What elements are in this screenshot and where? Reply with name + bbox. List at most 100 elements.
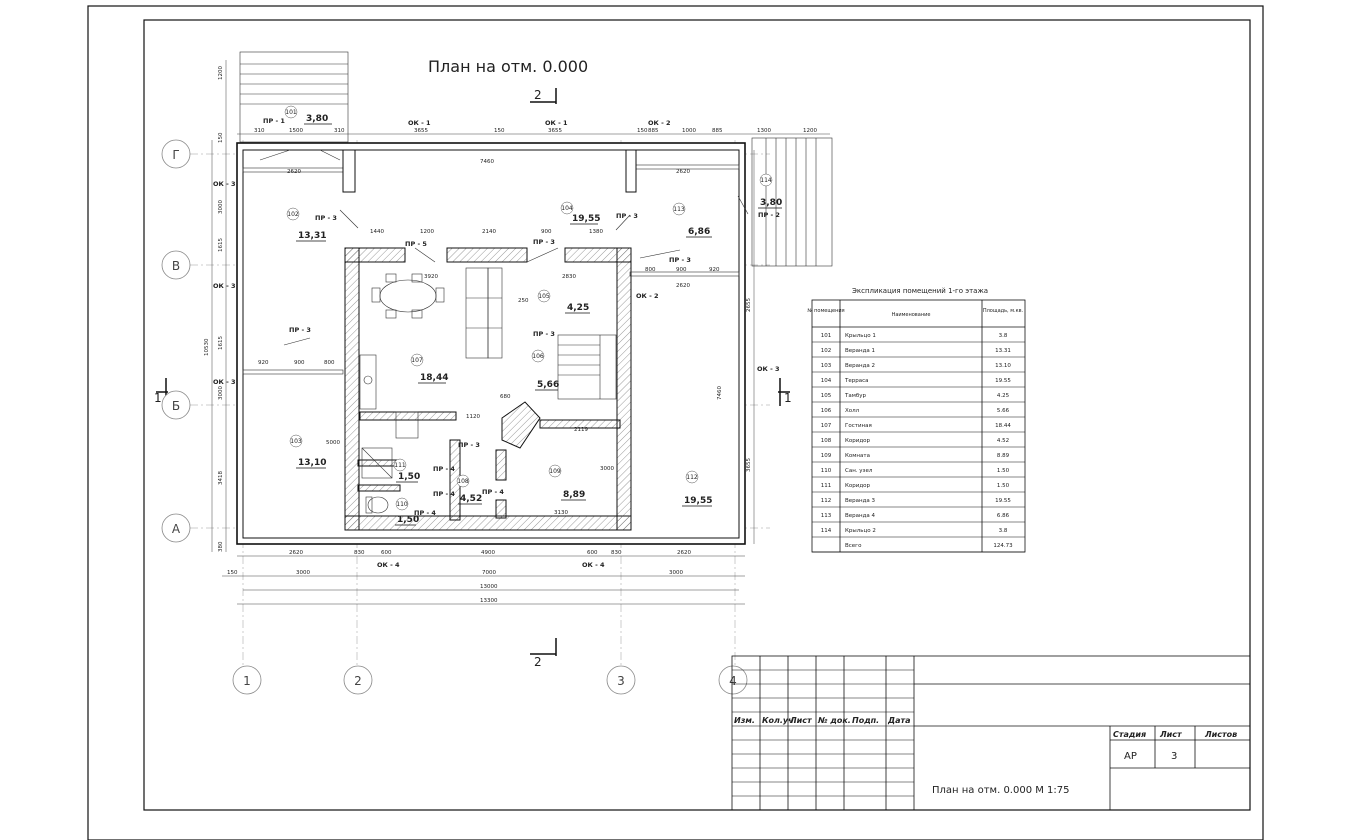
- svg-text:1: 1: [784, 391, 792, 405]
- explication-cell-num: 113: [821, 513, 832, 519]
- explication-cell-area: 18.44: [995, 423, 1011, 429]
- label-pr3-c: ПР - 3: [533, 238, 555, 246]
- axis-bubble-3: 3: [606, 665, 636, 695]
- room-114: 114 3,80: [758, 173, 782, 209]
- porch-stair-101: [239, 51, 349, 143]
- svg-text:7460: 7460: [717, 386, 723, 400]
- explication-title: Экспликация помещений 1-го этажа: [852, 287, 988, 295]
- axis-bubble-1: 1: [232, 665, 262, 695]
- room-108: 108 4,52: [456, 474, 482, 505]
- svg-text:10530: 10530: [204, 338, 210, 356]
- svg-text:18,44: 18,44: [420, 373, 448, 383]
- svg-text:3000: 3000: [600, 466, 614, 472]
- veranda-partitions: [242, 149, 740, 375]
- svg-text:1120: 1120: [466, 414, 480, 420]
- room-101: 101 3,80: [284, 105, 332, 125]
- svg-text:1615: 1615: [218, 336, 224, 350]
- tb-col-kolvo: Кол.уч.: [762, 716, 797, 725]
- svg-text:3130: 3130: [554, 510, 568, 516]
- explication-cell-name: Веранда 2: [845, 363, 875, 369]
- label-pr3-d: ПР - 3: [669, 256, 691, 264]
- staircase: [557, 334, 617, 400]
- svg-text:3655: 3655: [746, 458, 752, 472]
- svg-text:3000: 3000: [296, 570, 310, 576]
- tb-sheet-name: План на отм. 0.000 М 1:75: [932, 785, 1070, 796]
- svg-text:3000: 3000: [218, 200, 224, 214]
- svg-text:4,25: 4,25: [567, 303, 589, 313]
- svg-text:5,66: 5,66: [537, 380, 559, 390]
- tb-col-list: Лист: [789, 716, 813, 725]
- svg-text:102: 102: [287, 211, 299, 218]
- svg-text:250: 250: [518, 298, 529, 304]
- label-pr3-b: ПР - 3: [616, 212, 638, 220]
- section-mark-top: 2: [530, 88, 557, 104]
- svg-text:885: 885: [648, 128, 659, 134]
- svg-text:2620: 2620: [677, 550, 691, 556]
- label-pr1: ПР - 1: [263, 117, 285, 125]
- room-107: 107 18,44: [410, 353, 448, 384]
- room-110: 110 1,50: [395, 497, 419, 526]
- section-mark-bottom: 2: [530, 638, 557, 669]
- room-102: 102 13,31: [286, 207, 326, 242]
- tb-sheet-header: Лист: [1159, 730, 1183, 739]
- svg-text:7460: 7460: [480, 159, 494, 165]
- explication-cell-name: Крыльцо 2: [845, 528, 876, 534]
- dimension-chain-left: 1200 150 3000 1615 1615 3000 3418 380 10…: [204, 60, 227, 552]
- svg-text:2830: 2830: [562, 274, 576, 280]
- explication-cell-name: Веранда 1: [845, 348, 875, 354]
- svg-text:1200: 1200: [420, 229, 434, 235]
- explication-cell-name: Крыльцо 1: [845, 333, 876, 339]
- label-ok2-top: ОК - 2: [648, 119, 671, 127]
- label-ok3-c: ОК - 3: [213, 378, 236, 386]
- svg-text:19,55: 19,55: [572, 214, 600, 224]
- explication-cell-area: 5.66: [997, 408, 1010, 414]
- axis-bubble-2: 2: [343, 665, 373, 695]
- svg-text:1: 1: [154, 391, 162, 405]
- svg-text:800: 800: [645, 267, 656, 273]
- svg-text:13300: 13300: [480, 598, 498, 604]
- svg-text:4: 4: [729, 674, 737, 688]
- svg-text:310: 310: [334, 128, 345, 134]
- explication-cell-num: 103: [821, 363, 832, 369]
- svg-text:1,50: 1,50: [398, 472, 420, 482]
- label-pr2: ПР - 2: [758, 211, 780, 219]
- svg-text:920: 920: [258, 360, 269, 366]
- explication-cell-name: Сан. узел: [845, 468, 873, 474]
- room-104: 104 19,55: [560, 201, 600, 225]
- svg-text:В: В: [172, 259, 180, 273]
- label-ok2-mid: ОК - 2: [636, 292, 659, 300]
- svg-text:105: 105: [538, 293, 550, 300]
- label-ok1-b: ОК - 1: [545, 119, 568, 127]
- svg-text:150: 150: [227, 570, 238, 576]
- opening-labels: ПР - 1 ОК - 1 ОК - 1 ОК - 2 ОК - 2 ОК - …: [213, 117, 780, 569]
- tb-col-data: Дата: [887, 716, 911, 725]
- explication-cell-name: Всего: [845, 543, 862, 549]
- explication-cell-area: 124.73: [993, 543, 1013, 549]
- svg-text:Г: Г: [172, 148, 179, 162]
- svg-text:13000: 13000: [480, 584, 498, 590]
- room-109: 109 8,89: [548, 464, 586, 501]
- explication-cell-name: Гостиная: [845, 423, 872, 429]
- explication-header-num: № помещения: [807, 308, 844, 314]
- svg-text:1,50: 1,50: [397, 515, 419, 525]
- svg-text:900: 900: [541, 229, 552, 235]
- explication-cell-area: 4.25: [997, 393, 1010, 399]
- svg-text:3655: 3655: [548, 128, 562, 134]
- label-pr3-a: ПР - 3: [315, 214, 337, 222]
- svg-text:885: 885: [712, 128, 723, 134]
- explication-cell-area: 6.86: [997, 513, 1010, 519]
- explication-cell-name: Веранда 3: [845, 498, 876, 504]
- svg-text:107: 107: [411, 357, 423, 364]
- title-block: Изм. Кол.уч. Лист № док. Подп. Дата Стад…: [731, 655, 1251, 811]
- explication-table: Экспликация помещений 1-го этажа № помещ…: [807, 287, 1026, 553]
- axis-bubble-v: В: [161, 250, 191, 280]
- svg-text:103: 103: [290, 438, 302, 445]
- tb-stage-value: АР: [1124, 751, 1137, 762]
- explication-cell-num: 108: [821, 438, 832, 444]
- axis-bubble-g: Г: [161, 139, 191, 169]
- svg-text:600: 600: [587, 550, 598, 556]
- svg-text:150: 150: [637, 128, 648, 134]
- explication-cell-num: 111: [821, 483, 832, 489]
- svg-text:2: 2: [534, 655, 542, 669]
- label-ok3-b: ОК - 3: [213, 282, 236, 290]
